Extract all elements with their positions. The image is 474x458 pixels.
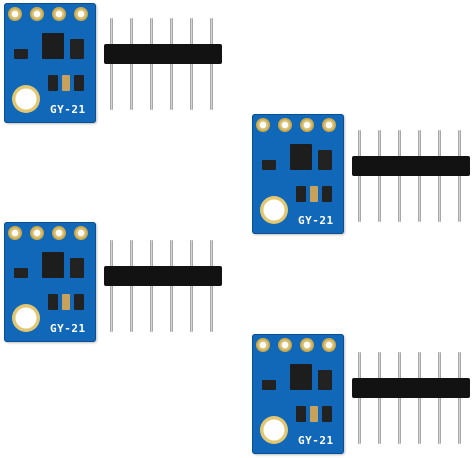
board-label: GY-21 (298, 434, 334, 447)
header-pin (150, 240, 153, 332)
header-pin (438, 352, 441, 444)
smd-component (70, 258, 84, 278)
smd-component (62, 75, 70, 91)
board-label: GY-21 (50, 103, 86, 116)
solder-pad (300, 118, 314, 132)
header-pin (438, 130, 441, 222)
solder-pad (278, 118, 292, 132)
header-plastic (104, 44, 222, 64)
header-pin (170, 18, 173, 110)
pin-header (104, 240, 228, 332)
header-pin (210, 240, 213, 332)
smd-component (48, 294, 58, 310)
solder-pad (300, 338, 314, 352)
smd-component (318, 150, 332, 170)
header-pin (170, 240, 173, 332)
smd-component (262, 380, 276, 390)
header-pin (458, 130, 461, 222)
smd-component (48, 75, 58, 91)
sensor-chip (290, 364, 312, 390)
smd-component (310, 406, 318, 422)
mounting-hole (260, 196, 288, 224)
mounting-hole (12, 304, 40, 332)
solder-pad (30, 7, 44, 21)
header-plastic (352, 156, 470, 176)
solder-pad (74, 7, 88, 21)
smd-component (74, 75, 84, 91)
header-pin (210, 18, 213, 110)
smd-component (296, 406, 306, 422)
smd-component (296, 186, 306, 202)
smd-component (70, 39, 84, 59)
solder-pad (74, 226, 88, 240)
board-label: GY-21 (50, 322, 86, 335)
solder-pad (52, 226, 66, 240)
smd-component (262, 160, 276, 170)
gy21-board: GY-21 (252, 114, 344, 234)
solder-pad (256, 338, 270, 352)
smd-component (322, 186, 332, 202)
header-pin (418, 352, 421, 444)
solder-pad (30, 226, 44, 240)
header-pin (378, 352, 381, 444)
header-pin (190, 18, 193, 110)
solder-pad (256, 118, 270, 132)
solder-pad (8, 7, 22, 21)
header-plastic (104, 266, 222, 286)
pin-header (104, 18, 228, 110)
header-pin (150, 18, 153, 110)
header-pin (358, 352, 361, 444)
gy21-board: GY-21 (252, 334, 344, 454)
smd-component (322, 406, 332, 422)
solder-pad (278, 338, 292, 352)
smd-component (74, 294, 84, 310)
header-plastic (352, 378, 470, 398)
sensor-chip (42, 33, 64, 59)
gy21-board: GY-21 (4, 222, 96, 342)
header-pin (458, 352, 461, 444)
sensor-chip (42, 252, 64, 278)
header-pin (358, 130, 361, 222)
header-pin (130, 240, 133, 332)
header-pin (190, 240, 193, 332)
mounting-hole (260, 416, 288, 444)
smd-component (62, 294, 70, 310)
smd-component (14, 49, 28, 59)
smd-component (318, 370, 332, 390)
pin-header (352, 352, 474, 444)
header-pin (110, 18, 113, 110)
header-pin (398, 352, 401, 444)
mounting-hole (12, 85, 40, 113)
header-pin (110, 240, 113, 332)
smd-component (310, 186, 318, 202)
smd-component (14, 268, 28, 278)
board-label: GY-21 (298, 214, 334, 227)
solder-pad (322, 338, 336, 352)
solder-pad (322, 118, 336, 132)
header-pin (130, 18, 133, 110)
gy21-board: GY-21 (4, 3, 96, 123)
solder-pad (52, 7, 66, 21)
header-pin (398, 130, 401, 222)
pin-header (352, 130, 474, 222)
header-pin (418, 130, 421, 222)
sensor-chip (290, 144, 312, 170)
header-pin (378, 130, 381, 222)
solder-pad (8, 226, 22, 240)
